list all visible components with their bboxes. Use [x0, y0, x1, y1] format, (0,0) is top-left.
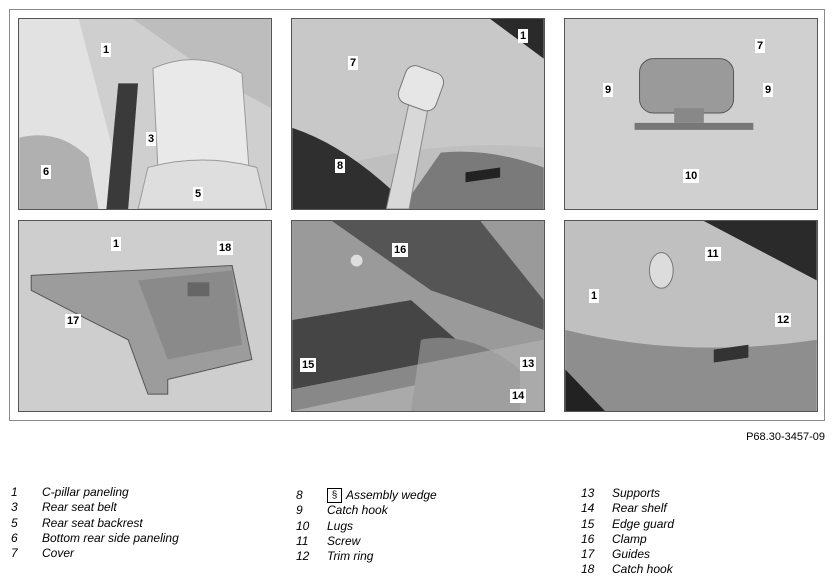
legend-number: 9: [296, 503, 303, 518]
legend-item: 6 Bottom rear side paneling: [11, 531, 179, 546]
legend-text: C-pillar paneling: [42, 485, 129, 499]
callout-label: 9: [603, 83, 614, 97]
legend-number: 15: [581, 516, 595, 531]
photo-panel-trim: 11 1 12: [564, 220, 818, 412]
legend-text: Cover: [42, 546, 75, 561]
callout-label: 9: [763, 83, 774, 97]
legend-text: Lugs: [327, 518, 354, 533]
callout-label: 15: [300, 358, 317, 372]
callout-label: 5: [193, 187, 204, 201]
callout-label: 17: [65, 314, 82, 328]
legend-number: 6: [11, 530, 18, 545]
legend-text: Rear seat belt: [42, 500, 117, 515]
legend-item: 1 C-pillar paneling: [11, 485, 179, 500]
legend-number: 17: [581, 547, 595, 562]
shelf-photo: [292, 221, 544, 411]
callout-label: 13: [520, 357, 537, 371]
legend-number: 11: [296, 533, 309, 548]
legend-item: 17 Guides: [581, 547, 674, 562]
callout-label: 1: [101, 43, 112, 57]
tool-icon: §: [327, 488, 342, 503]
legend-text: Bottom rear side paneling: [42, 530, 179, 545]
legend-number: 10: [296, 518, 310, 533]
callout-label: 7: [755, 39, 766, 53]
legend-item: 15 Edge guard: [581, 517, 674, 532]
legend-number: 12: [296, 549, 310, 564]
cover-photo: [565, 19, 817, 209]
wedge-photo: [292, 19, 544, 209]
callout-label: 11: [705, 247, 721, 261]
callout-label: 3: [146, 132, 157, 146]
callout-label: 6: [41, 165, 52, 179]
legend-text: Assembly wedge: [346, 488, 437, 502]
photo-panel-paneling: 1 18 17: [18, 220, 272, 412]
legend-number: 13: [581, 486, 595, 500]
legend-text: Screw: [327, 533, 361, 548]
callout-label: 16: [392, 243, 409, 257]
legend-number: 7: [11, 546, 18, 561]
legend-text: Rear shelf: [612, 501, 667, 516]
legend-column-2: 8 § Assembly wedge 9 Catch hook 10 Lugs 11 Sc…: [296, 488, 437, 564]
legend-item: 3 Rear seat belt: [11, 500, 179, 515]
callout-label: 8: [335, 159, 346, 173]
legend-number: 18: [581, 562, 595, 577]
legend-number: 3: [11, 500, 18, 515]
callout-label: 12: [775, 313, 792, 327]
legend-item: 9 Catch hook: [296, 503, 437, 518]
legend-number: 8: [296, 488, 303, 502]
figure-reference: P68.30-3457-09: [746, 431, 825, 443]
legend-number: 1: [11, 485, 18, 499]
callout-label: 10: [683, 169, 700, 183]
legend-text: Clamp: [612, 531, 647, 546]
seat-photo: [19, 19, 271, 209]
legend-item: 18 Catch hook: [581, 562, 674, 577]
callout-label: 7: [348, 56, 359, 70]
legend-text: Supports: [612, 486, 661, 500]
photo-panel-cover: 7 9 9 10: [564, 18, 818, 210]
photo-panel-seat: 1 3 6 5: [18, 18, 272, 210]
callout-label: 1: [111, 237, 122, 251]
callout-label: 1: [589, 289, 600, 303]
legend-text: Catch hook: [327, 503, 388, 518]
legend-text: Catch hook: [612, 562, 673, 577]
legend-item: 14 Rear shelf: [581, 501, 674, 516]
trim-photo: [565, 221, 817, 411]
photo-panel-shelf: 16 15 13 14: [291, 220, 545, 412]
callout-label: 1: [518, 29, 529, 43]
legend-item: 11 Screw: [296, 534, 437, 549]
legend-number: 16: [581, 531, 595, 546]
legend-item: 10 Lugs: [296, 519, 437, 534]
legend-text: Rear seat backrest: [42, 515, 143, 530]
legend-item: 5 Rear seat backrest: [11, 516, 179, 531]
legend-item: 12 Trim ring: [296, 549, 437, 564]
legend-text: Guides: [612, 547, 651, 562]
legend-item: 13 Supports: [581, 486, 674, 501]
legend-column-1: 1 C-pillar paneling 3 Rear seat belt 5 Rear…: [11, 485, 179, 561]
legend-item: 8 § Assembly wedge: [296, 488, 437, 503]
callout-label: 14: [510, 389, 527, 403]
legend-item: 16 Clamp: [581, 532, 674, 547]
legend-text: Edge guard: [612, 516, 675, 531]
legend-text: Trim ring: [327, 549, 374, 564]
legend-item: 7 Cover: [11, 546, 179, 561]
legend-number: 14: [581, 501, 595, 516]
callout-label: 18: [217, 241, 234, 255]
photo-panel-wedge: 1 7 8: [291, 18, 545, 210]
legend-number: 5: [11, 515, 18, 530]
